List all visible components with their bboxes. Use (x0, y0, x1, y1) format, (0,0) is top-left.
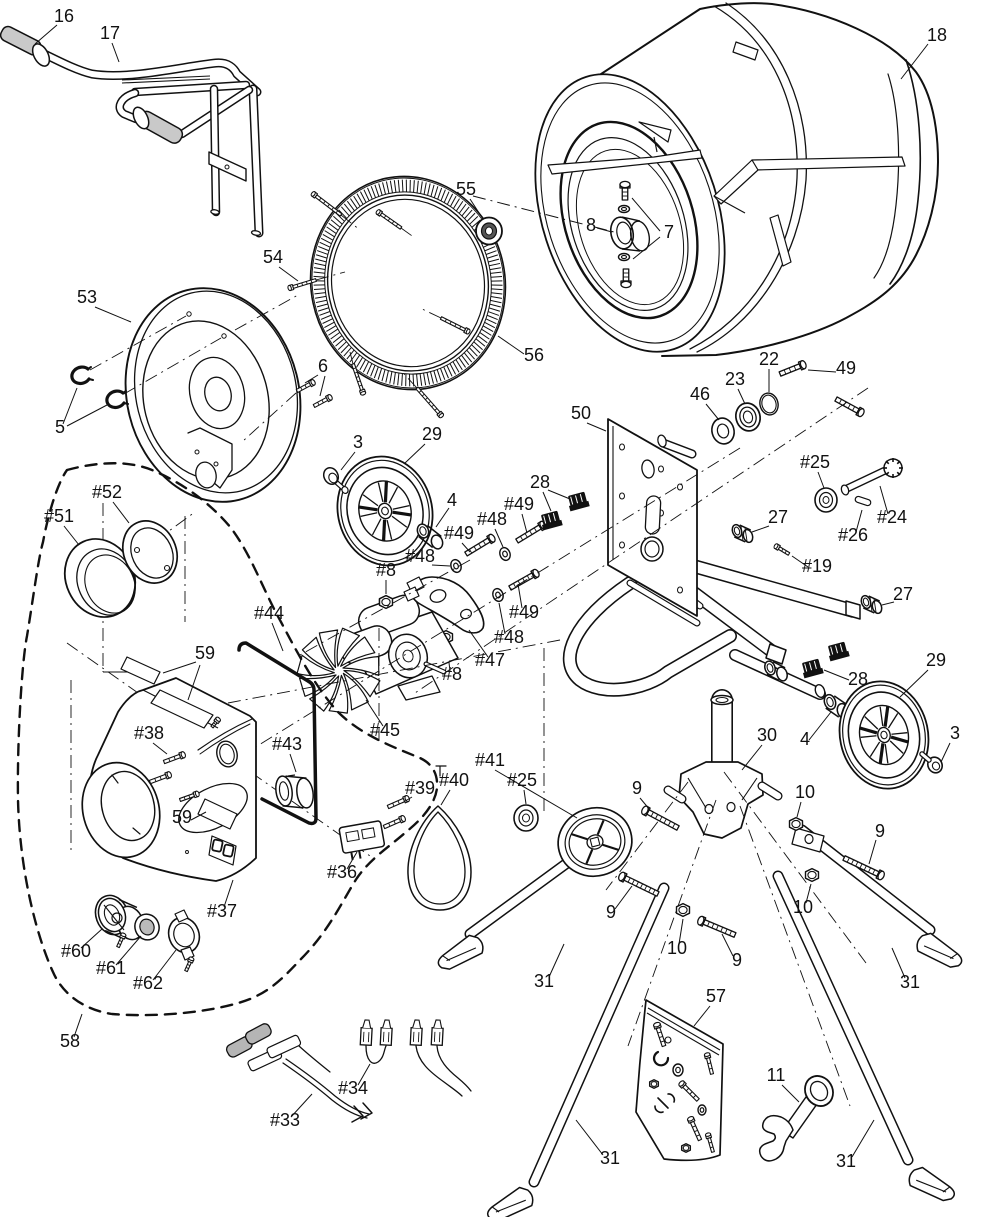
svg-text:#48: #48 (477, 509, 507, 529)
svg-text:57: 57 (706, 986, 726, 1006)
svg-text:#62: #62 (133, 973, 163, 993)
svg-text:#61: #61 (96, 958, 126, 978)
svg-text:4: 4 (800, 729, 810, 749)
svg-text:#8: #8 (442, 664, 462, 684)
svg-text:30: 30 (757, 725, 777, 745)
svg-text:31: 31 (900, 972, 920, 992)
svg-text:#48: #48 (494, 627, 524, 647)
svg-text:9: 9 (732, 950, 742, 970)
svg-text:46: 46 (690, 384, 710, 404)
svg-text:#49: #49 (504, 494, 534, 514)
svg-text:53: 53 (77, 287, 97, 307)
svg-text:28: 28 (530, 472, 550, 492)
svg-text:9: 9 (606, 902, 616, 922)
svg-text:10: 10 (667, 938, 687, 958)
svg-text:22: 22 (759, 349, 779, 369)
svg-text:#36: #36 (327, 862, 357, 882)
svg-text:#49: #49 (509, 602, 539, 622)
svg-text:#39: #39 (405, 778, 435, 798)
svg-text:#41: #41 (475, 750, 505, 770)
svg-text:#25: #25 (800, 452, 830, 472)
svg-text:55: 55 (456, 179, 476, 199)
svg-text:8: 8 (586, 215, 596, 235)
svg-text:50: 50 (571, 403, 591, 423)
svg-text:#60: #60 (61, 941, 91, 961)
svg-text:16: 16 (54, 6, 74, 26)
svg-text:#8: #8 (376, 560, 396, 580)
svg-text:49: 49 (836, 358, 856, 378)
svg-text:#34: #34 (338, 1078, 368, 1098)
svg-text:#51: #51 (44, 506, 74, 526)
svg-text:9: 9 (875, 821, 885, 841)
svg-text:17: 17 (100, 23, 120, 43)
svg-text:27: 27 (893, 584, 913, 604)
svg-text:#47: #47 (475, 650, 505, 670)
svg-text:29: 29 (422, 424, 442, 444)
svg-text:#48: #48 (405, 546, 435, 566)
svg-text:31: 31 (836, 1151, 856, 1171)
svg-text:10: 10 (795, 782, 815, 802)
svg-text:59: 59 (172, 807, 192, 827)
svg-text:31: 31 (534, 971, 554, 991)
svg-text:#33: #33 (270, 1110, 300, 1130)
svg-text:27: 27 (768, 507, 788, 527)
svg-text:18: 18 (927, 25, 947, 45)
svg-text:#52: #52 (92, 482, 122, 502)
svg-text:#24: #24 (877, 507, 907, 527)
svg-text:54: 54 (263, 247, 283, 267)
svg-text:5: 5 (55, 417, 65, 437)
svg-text:28: 28 (848, 669, 868, 689)
svg-text:59: 59 (195, 643, 215, 663)
svg-text:10: 10 (793, 897, 813, 917)
svg-text:56: 56 (524, 345, 544, 365)
svg-text:23: 23 (725, 369, 745, 389)
svg-text:#19: #19 (802, 556, 832, 576)
svg-text:#49: #49 (444, 523, 474, 543)
svg-text:#44: #44 (254, 603, 284, 623)
svg-text:29: 29 (926, 650, 946, 670)
svg-text:#43: #43 (272, 734, 302, 754)
svg-text:6: 6 (318, 356, 328, 376)
svg-text:#25: #25 (507, 770, 537, 790)
svg-text:#40: #40 (439, 770, 469, 790)
svg-text:58: 58 (60, 1031, 80, 1051)
svg-text:4: 4 (447, 490, 457, 510)
svg-text:#38: #38 (134, 723, 164, 743)
svg-text:#37: #37 (207, 901, 237, 921)
svg-text:#26: #26 (838, 525, 868, 545)
svg-text:31: 31 (600, 1148, 620, 1168)
svg-text:9: 9 (632, 778, 642, 798)
svg-text:3: 3 (353, 432, 363, 452)
svg-text:3: 3 (950, 723, 960, 743)
svg-text:7: 7 (664, 222, 674, 242)
svg-text:#45: #45 (370, 720, 400, 740)
svg-text:11: 11 (767, 1065, 786, 1085)
